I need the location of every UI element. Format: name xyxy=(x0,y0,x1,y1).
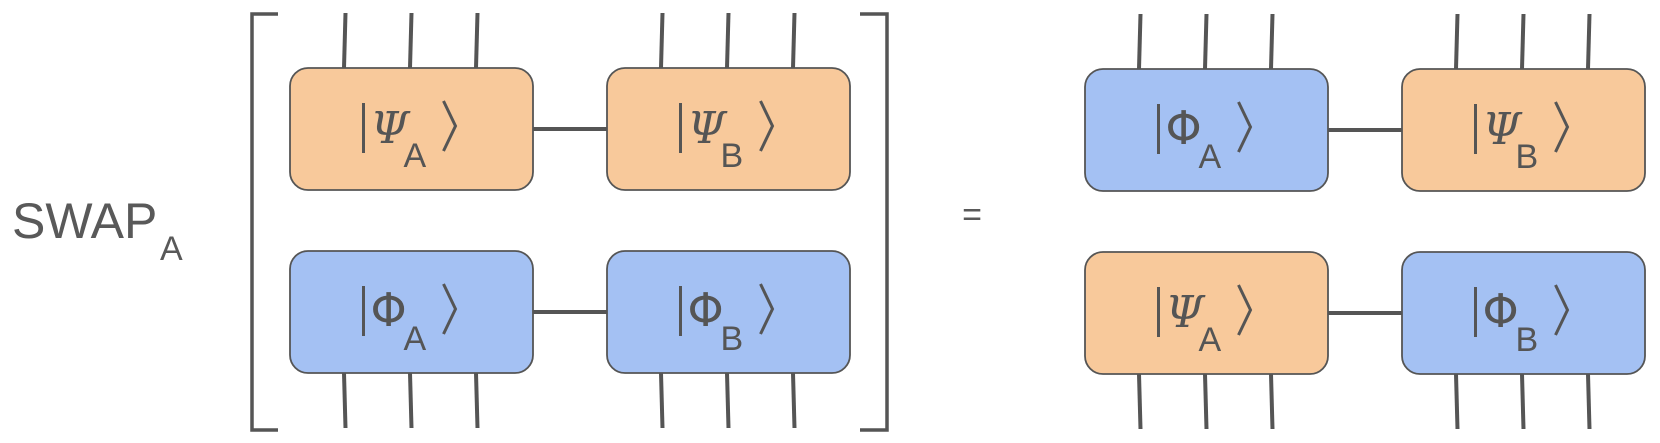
bottom-leg xyxy=(474,372,480,429)
subscript-label: B xyxy=(721,320,744,358)
top-leg xyxy=(408,12,414,69)
bottom-leg xyxy=(791,372,797,429)
state-box-psi-b: ΨB xyxy=(1401,68,1646,192)
subscript-label: B xyxy=(1516,321,1539,359)
bottom-leg xyxy=(1203,373,1209,430)
ket-angle xyxy=(442,100,458,152)
top-leg xyxy=(791,12,797,69)
right-bracket xyxy=(860,12,889,432)
bottom-leg xyxy=(659,372,665,429)
subscript-label: A xyxy=(404,137,427,175)
subscript-label: B xyxy=(721,137,744,175)
left-bracket xyxy=(250,12,278,432)
top-leg xyxy=(1137,13,1143,70)
bottom-leg xyxy=(342,372,348,429)
swap-operator-label: SWAP A xyxy=(12,193,183,268)
ket-angle xyxy=(759,283,775,335)
ket-angle xyxy=(442,283,458,335)
top-leg xyxy=(474,12,480,69)
state-box-fill xyxy=(1084,68,1329,192)
top-leg xyxy=(725,12,731,69)
operator-name: SWAP xyxy=(12,193,157,249)
ket-angle xyxy=(1554,284,1570,336)
psi-symbol: Ψ xyxy=(1483,104,1523,155)
state-box-fill xyxy=(289,250,534,374)
bottom-leg xyxy=(1586,373,1592,430)
phi-symbol: Φ xyxy=(1483,284,1519,338)
subscript-label: A xyxy=(404,320,427,358)
top-leg xyxy=(1520,13,1526,70)
bottom-leg xyxy=(1454,373,1460,430)
operator-subscript: A xyxy=(160,230,183,268)
top-leg xyxy=(1203,13,1209,70)
state-box-phi-a: ΦA xyxy=(1084,68,1329,192)
state-box-fill xyxy=(1401,68,1646,192)
phi-symbol: Φ xyxy=(371,283,407,337)
ket-angle xyxy=(1237,284,1253,336)
state-box-psi-a: ΨA xyxy=(289,67,534,191)
ket-angle xyxy=(759,100,775,152)
ket-angle xyxy=(1237,101,1253,153)
state-box-phi-b: ΦB xyxy=(606,250,851,374)
ket-angle xyxy=(1554,101,1570,153)
state-box-phi-b: ΦB xyxy=(1401,251,1646,375)
psi-symbol: Ψ xyxy=(1166,287,1206,338)
bottom-leg xyxy=(1137,373,1143,430)
state-box-fill xyxy=(1401,251,1646,375)
phi-symbol: Φ xyxy=(688,283,724,337)
subscript-label: B xyxy=(1516,138,1539,176)
state-box-psi-a: ΨA xyxy=(1084,251,1329,375)
state-box-fill xyxy=(1084,251,1329,375)
psi-symbol: Ψ xyxy=(371,103,411,154)
state-box-fill xyxy=(289,67,534,191)
state-box-fill xyxy=(606,250,851,374)
psi-symbol: Ψ xyxy=(688,103,728,154)
top-leg xyxy=(1269,13,1275,70)
bottom-leg xyxy=(1269,373,1275,430)
top-leg xyxy=(1586,13,1592,70)
bottom-leg xyxy=(408,372,414,429)
subscript-label: A xyxy=(1199,138,1222,176)
top-leg xyxy=(659,12,665,69)
state-box-phi-a: ΦA xyxy=(289,250,534,374)
phi-symbol: Φ xyxy=(1166,101,1202,155)
top-leg xyxy=(342,12,348,69)
bottom-leg xyxy=(1520,373,1526,430)
equals-sign: = xyxy=(962,196,982,234)
state-box-psi-b: ΨB xyxy=(606,67,851,191)
state-box-fill xyxy=(606,67,851,191)
top-leg xyxy=(1454,13,1460,70)
bottom-leg xyxy=(725,372,731,429)
subscript-label: A xyxy=(1199,321,1222,359)
